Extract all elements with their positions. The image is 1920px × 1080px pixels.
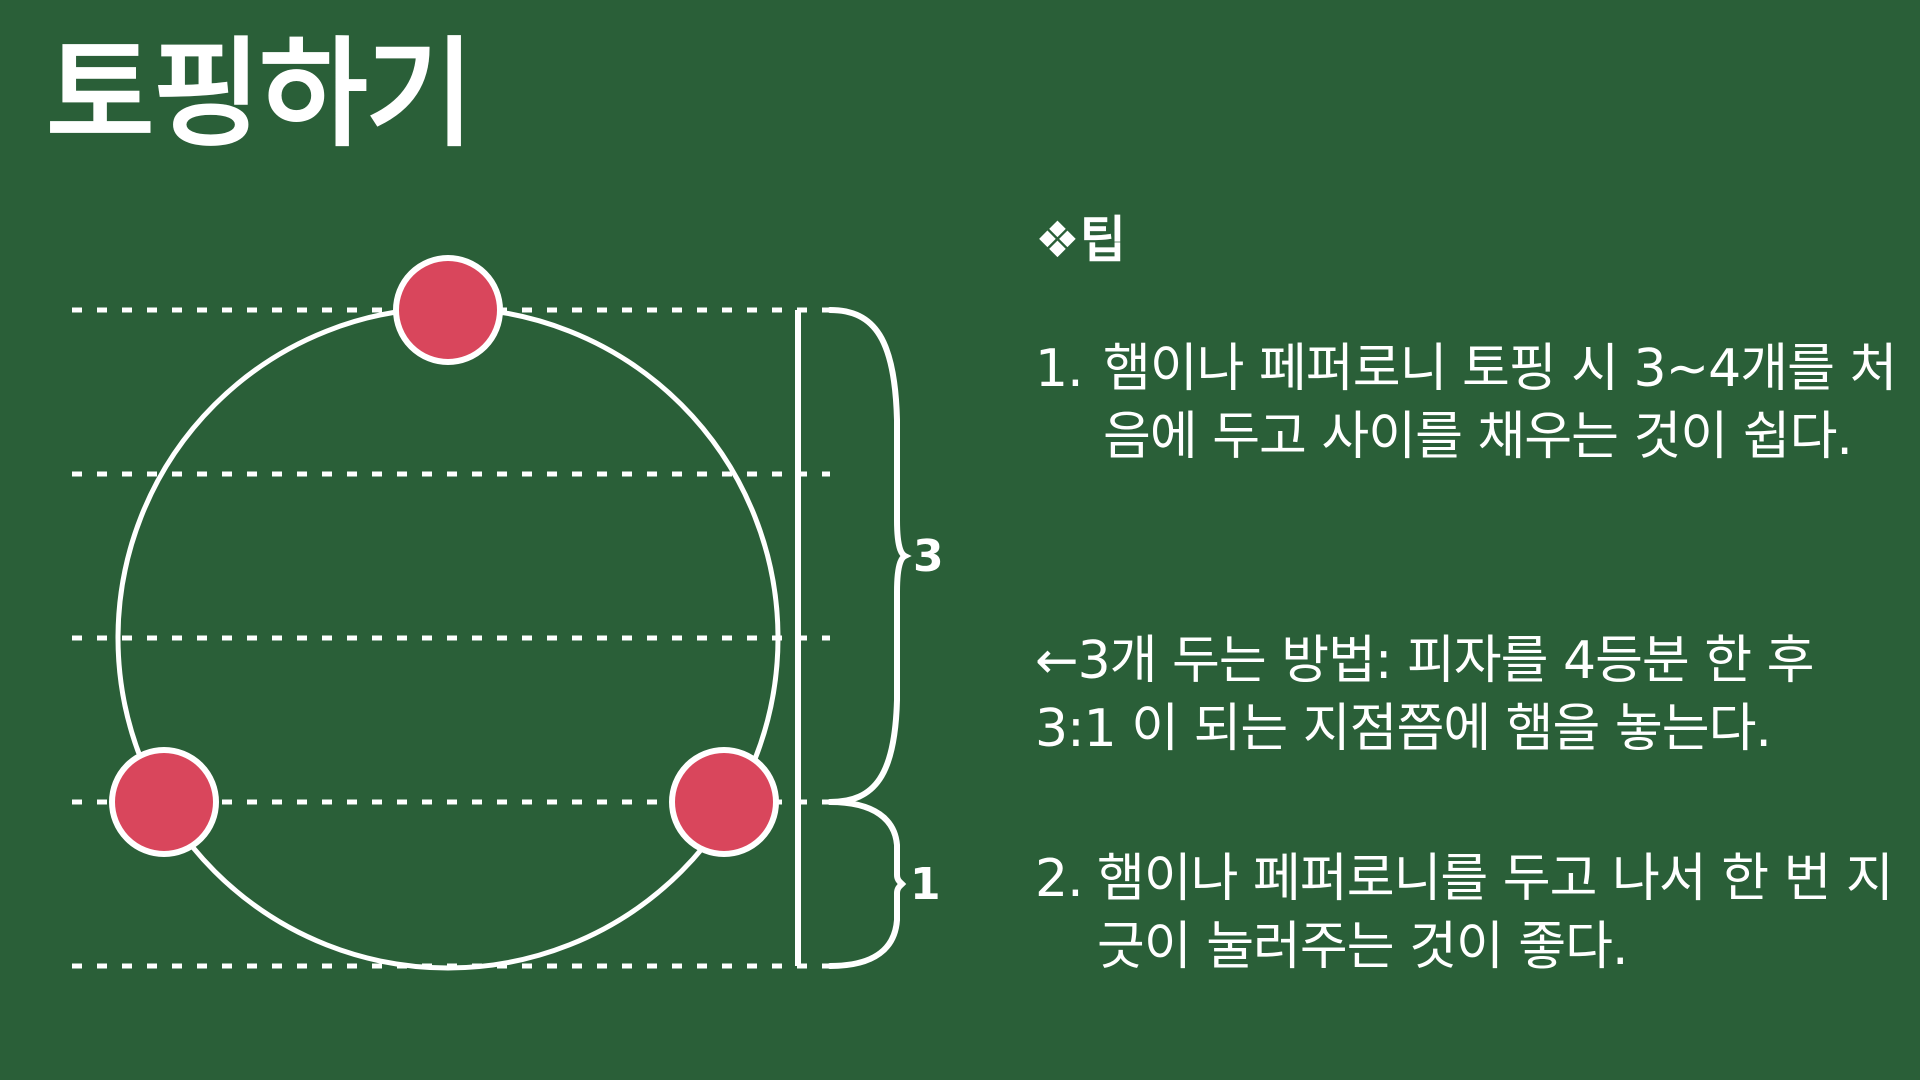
topping-diagram: 3 1 (72, 255, 944, 971)
topping-top (393, 255, 503, 365)
tip-item-1: 1. 햄이나 페퍼로니 토핑 시 3~4개를 처음에 두고 사이를 채우는 것이… (1035, 335, 1905, 471)
tip-item-method: ←3개 두는 방법: 피자를 4등분 한 후 3:1 이 되는 지점쯤에 햄을 … (1035, 627, 1905, 763)
bracket-upper (827, 307, 912, 805)
tip-item-method-text: ←3개 두는 방법: 피자를 4등분 한 후 3:1 이 되는 지점쯤에 햄을 … (1035, 631, 1815, 759)
page-title: 토핑하기 (46, 25, 474, 163)
tip-item-2-text: 햄이나 페퍼로니를 두고 나서 한 번 지긋이 눌러주는 것이 좋다. (1097, 849, 1894, 977)
topping-right (669, 747, 779, 857)
tip-heading-text: ❖팁 (1035, 211, 1126, 269)
tip-heading: ❖팁 (1035, 210, 1126, 270)
tip-item-2: 2. 햄이나 페퍼로니를 두고 나서 한 번 지긋이 눌러주는 것이 좋다. (1035, 845, 1905, 981)
guide-lines (72, 307, 830, 969)
topping-left (109, 747, 219, 857)
tip-item-2-number: 2. (1035, 849, 1084, 909)
tip-item-1-text: 햄이나 페퍼로니 토핑 시 3~4개를 처음에 두고 사이를 채우는 것이 쉽다… (1103, 339, 1897, 467)
ratio-label-lower: 1 (910, 859, 941, 910)
bracket-lower (827, 799, 907, 969)
tip-item-1-number: 1. (1035, 339, 1084, 399)
ratio-label-upper: 3 (913, 531, 944, 582)
